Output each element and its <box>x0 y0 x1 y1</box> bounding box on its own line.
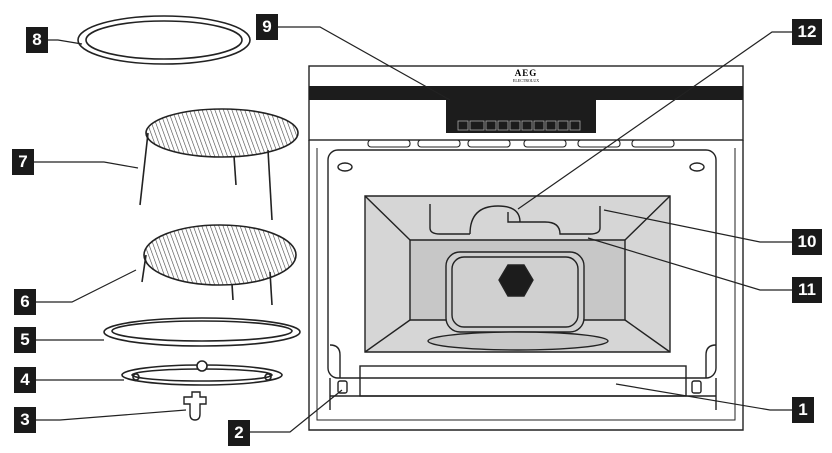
door-catch-right <box>691 380 702 394</box>
crisp-plate <box>77 15 251 65</box>
brand-logo: AEG ELECTROLUX <box>498 68 554 83</box>
fan-cover <box>498 264 534 297</box>
door-catch-left <box>337 380 348 394</box>
leader-9 <box>278 26 451 101</box>
leader-2 <box>250 389 343 433</box>
callout-9: 9 <box>256 14 278 40</box>
control-panel <box>446 100 596 133</box>
leader-12 <box>517 31 792 210</box>
control-buttons <box>457 120 581 131</box>
callout-10: 10 <box>792 229 822 255</box>
cavity-frame <box>327 149 717 379</box>
callout-4: 4 <box>14 367 36 393</box>
leader-lines <box>34 26 792 433</box>
callout-6: 6 <box>14 289 36 315</box>
black-trim-strip <box>309 86 743 100</box>
callout-2: 2 <box>228 420 250 446</box>
leader-10 <box>603 209 792 243</box>
leader-11 <box>587 237 792 291</box>
oven-appliance <box>308 65 744 431</box>
roller-ring <box>121 360 283 386</box>
logo-subtext: ELECTROLUX <box>512 78 540 83</box>
callout-5: 5 <box>14 327 36 353</box>
callout-12: 12 <box>792 19 822 45</box>
glass-turntable <box>103 317 301 347</box>
leader-6 <box>36 269 137 303</box>
callout-7: 7 <box>12 149 34 175</box>
callout-11: 11 <box>792 277 822 303</box>
leader-3 <box>36 409 187 421</box>
turntable-coupler <box>183 391 207 421</box>
oven-door <box>359 365 687 397</box>
callout-1: 1 <box>792 397 814 423</box>
vent-slots <box>367 139 675 148</box>
grill-element <box>429 204 601 235</box>
leader-8 <box>48 39 83 45</box>
logo-text: AEG <box>514 68 538 78</box>
leader-1 <box>615 383 792 411</box>
leader-7 <box>34 161 139 169</box>
low-rack <box>141 224 297 306</box>
cavity-turntable <box>427 331 609 351</box>
high-rack <box>139 108 299 221</box>
callout-3: 3 <box>14 407 36 433</box>
callout-8: 8 <box>26 27 48 53</box>
